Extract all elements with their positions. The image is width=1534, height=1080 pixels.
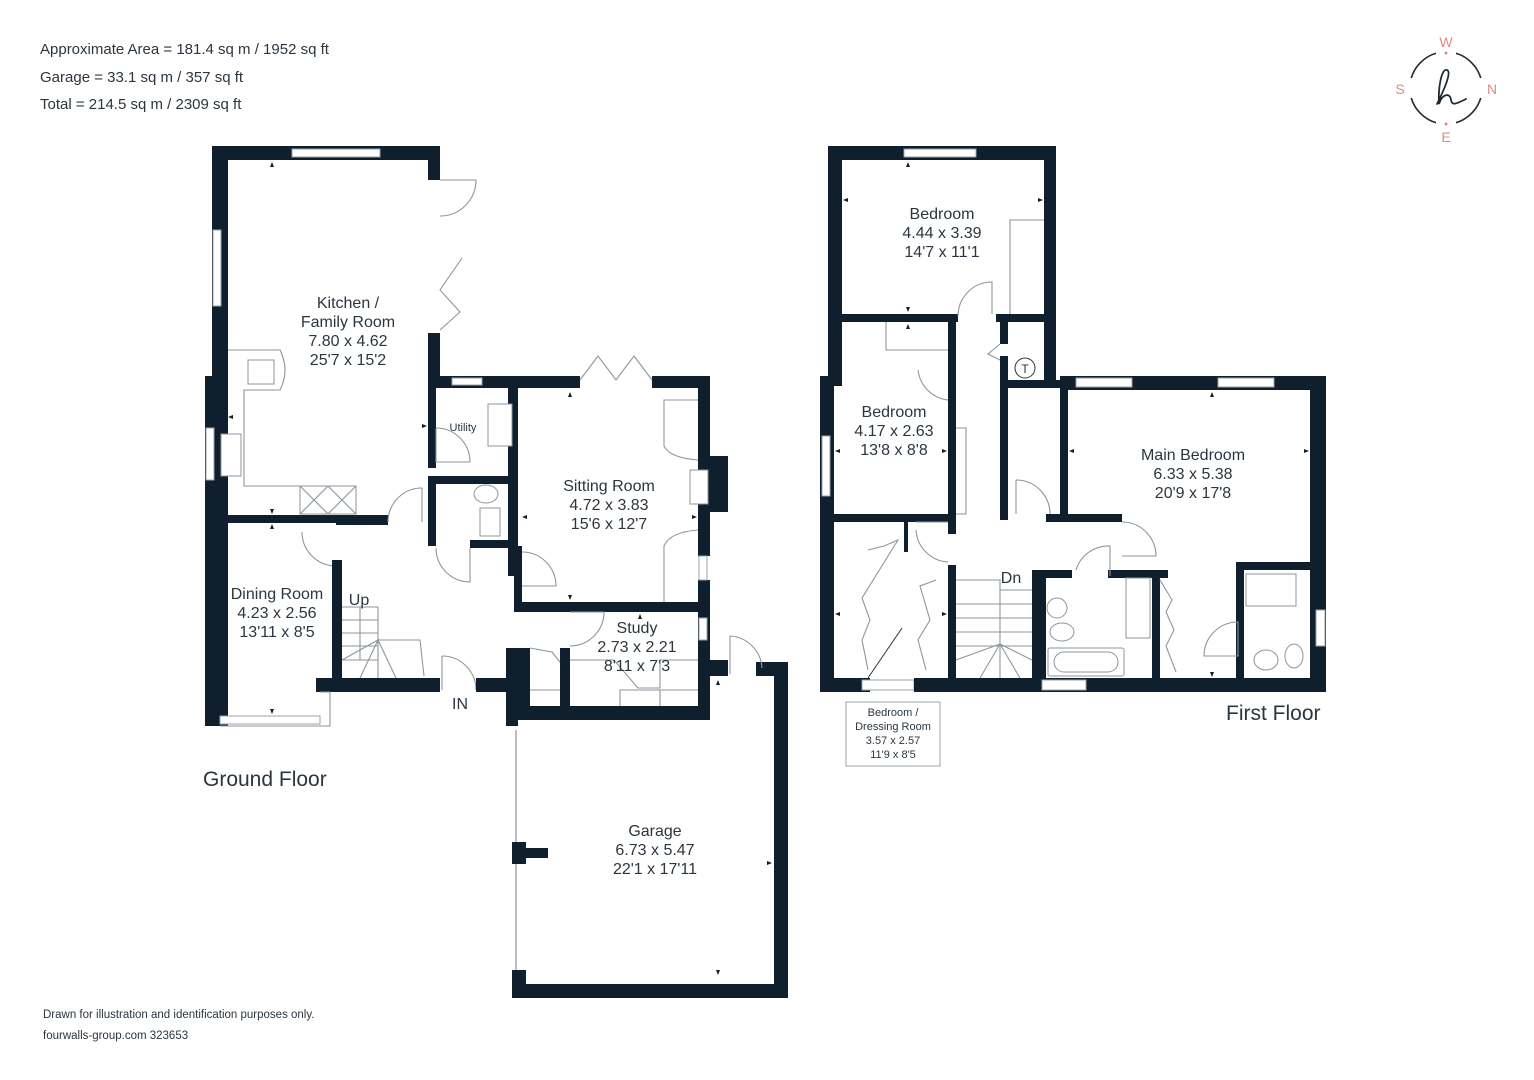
compass-west-label: W (1439, 34, 1453, 50)
ground-floor-label: Ground Floor (203, 768, 327, 791)
kitchen-metric: 7.80 x 4.62 (308, 333, 387, 350)
reference-text: fourwalls-group.com 323653 (43, 1030, 189, 1042)
garage-area-text: Garage = 33.1 sq m / 357 sq ft (40, 68, 244, 86)
bedroom2-imperial: 13'8 x 8'8 (860, 442, 928, 459)
dining-metric: 4.23 x 2.56 (237, 605, 316, 622)
garage-imperial: 22'1 x 17'11 (613, 861, 697, 878)
dressing-metric: 3.57 x 2.57 (866, 735, 920, 747)
bedroom2-metric: 4.17 x 2.63 (854, 423, 933, 440)
compass-east-label: E (1441, 129, 1450, 145)
total-area-text: Total = 214.5 sq m / 2309 sq ft (40, 96, 242, 113)
dressing-name-line1: Bedroom / (868, 707, 920, 719)
dressing-name-line2: Dressing Room (855, 721, 931, 733)
ground-floor-plan: Kitchen / Family Room 7.80 x 4.62 25'7 x… (203, 146, 788, 998)
utility-label: Utility (450, 422, 477, 434)
first-floor-label: First Floor (1226, 702, 1321, 725)
study-metric: 2.73 x 2.21 (597, 639, 676, 656)
bedroom2-name: Bedroom (862, 404, 927, 421)
sitting-room-metric: 4.72 x 3.83 (569, 497, 648, 514)
compass-north-label: N (1487, 81, 1497, 97)
kitchen-imperial: 25'7 x 15'2 (310, 352, 386, 369)
bedroom1-metric: 4.44 x 3.39 (902, 225, 981, 242)
main-bedroom-metric: 6.33 x 5.38 (1153, 466, 1232, 483)
main-bedroom-name: Main Bedroom (1141, 447, 1245, 464)
compass-south-label: S (1395, 81, 1404, 97)
sitting-room-name: Sitting Room (563, 478, 655, 495)
dressing-room-callout (845, 701, 941, 767)
garage-metric: 6.73 x 5.47 (615, 842, 694, 859)
kitchen-name-line1: Kitchen / (317, 295, 380, 312)
sitting-room-imperial: 15'6 x 12'7 (571, 516, 647, 533)
entrance-label: IN (452, 696, 468, 713)
dining-imperial: 13'11 x 8'5 (239, 624, 314, 641)
main-bedroom-imperial: 20'9 x 17'8 (1155, 485, 1231, 502)
study-name: Study (617, 620, 658, 637)
approximate-area-text: Approximate Area = 181.4 sq m / 1952 sq … (40, 41, 329, 58)
disclaimer-text: Drawn for illustration and identificatio… (43, 1009, 315, 1021)
dining-name: Dining Room (231, 586, 323, 603)
bedroom1-imperial: 14'7 x 11'1 (904, 244, 979, 261)
garage-name: Garage (628, 823, 681, 840)
study-imperial: 8'11 x 7'3 (604, 658, 670, 675)
footer: Drawn for illustration and identificatio… (43, 1005, 314, 1047)
compass-icon: W E S N (1395, 34, 1497, 145)
stairs-up-label: Up (349, 592, 370, 609)
first-floor-plan: T Dn (820, 146, 1326, 767)
dressing-imperial: 11'9 x 8'5 (870, 749, 916, 761)
logo-h-glyph (1436, 69, 1467, 105)
tank-label: T (1021, 362, 1029, 376)
area-summary: Approximate Area = 181.4 sq m / 1952 sq … (40, 36, 329, 119)
bedroom1-name: Bedroom (910, 206, 975, 223)
stairs-down-label: Dn (1001, 570, 1021, 587)
kitchen-name-line2: Family Room (301, 314, 395, 331)
